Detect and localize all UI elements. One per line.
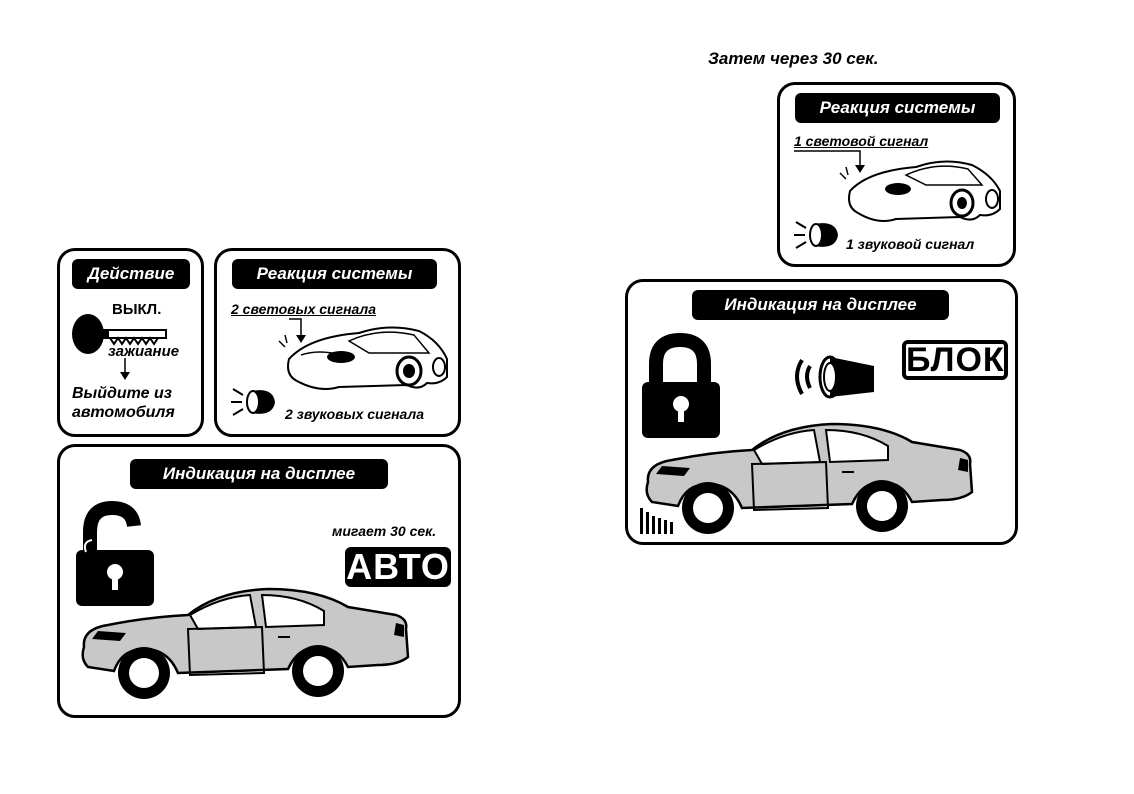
action-panel-title: Действие (72, 259, 190, 289)
siren-icon (794, 221, 838, 249)
display-screen-block: БЛОК (902, 340, 1008, 380)
action-panel: Действие ВЫКЛ. зажиание Выйдите из автом… (57, 248, 204, 437)
reaction-panel-left: Реакция системы 2 световых сигнала 2 зву… (214, 248, 461, 437)
reaction-title-left: Реакция системы (232, 259, 437, 289)
padlock-open-icon (76, 500, 154, 606)
arrow-down-icon (794, 150, 865, 173)
car-front-icon (278, 326, 448, 390)
sound-signals-right: 1 звуковой сигнал (846, 236, 975, 252)
car-front-icon (839, 160, 1001, 222)
exit-instruction: Выйдите из автомобиля (72, 385, 175, 421)
light-signals-right: 1 световой сигнал (794, 133, 929, 149)
siren-icon (231, 388, 275, 416)
arrow-down-icon (120, 358, 130, 380)
car-side-icon (645, 422, 974, 534)
speaker-icon (795, 355, 874, 399)
display-title-right: Индикация на дисплее (692, 290, 949, 320)
signal-bars-icon (640, 508, 673, 534)
display-screen-text: АВТО (346, 546, 450, 587)
display-panel-left: Индикация на дисплее мигает 30 сек. АВТО (57, 444, 461, 718)
header-note: Затем через 30 сек. (708, 49, 879, 68)
display-screen-text: БЛОК (906, 341, 1005, 379)
reaction-panel-right: Реакция системы 1 световой сигнал 1 звук… (777, 82, 1016, 267)
display-screen-auto: АВТО (345, 547, 451, 587)
key-state: ВЫКЛ. (112, 301, 162, 318)
key-icon (72, 314, 167, 354)
display-panel-right: Индикация на дисплее БЛОК (625, 279, 1018, 545)
reaction-title-right: Реакция системы (795, 93, 1000, 123)
car-side-icon (81, 587, 410, 699)
ignition-label: зажиание (108, 343, 180, 360)
arrow-down-icon (289, 318, 306, 343)
sound-signals-left: 2 звуковых сигнала (285, 406, 424, 422)
display-title-left: Индикация на дисплее (130, 459, 388, 489)
blink-note: мигает 30 сек. (332, 523, 437, 539)
light-signals-left: 2 световых сигнала (231, 301, 376, 317)
padlock-closed-icon (642, 332, 720, 438)
